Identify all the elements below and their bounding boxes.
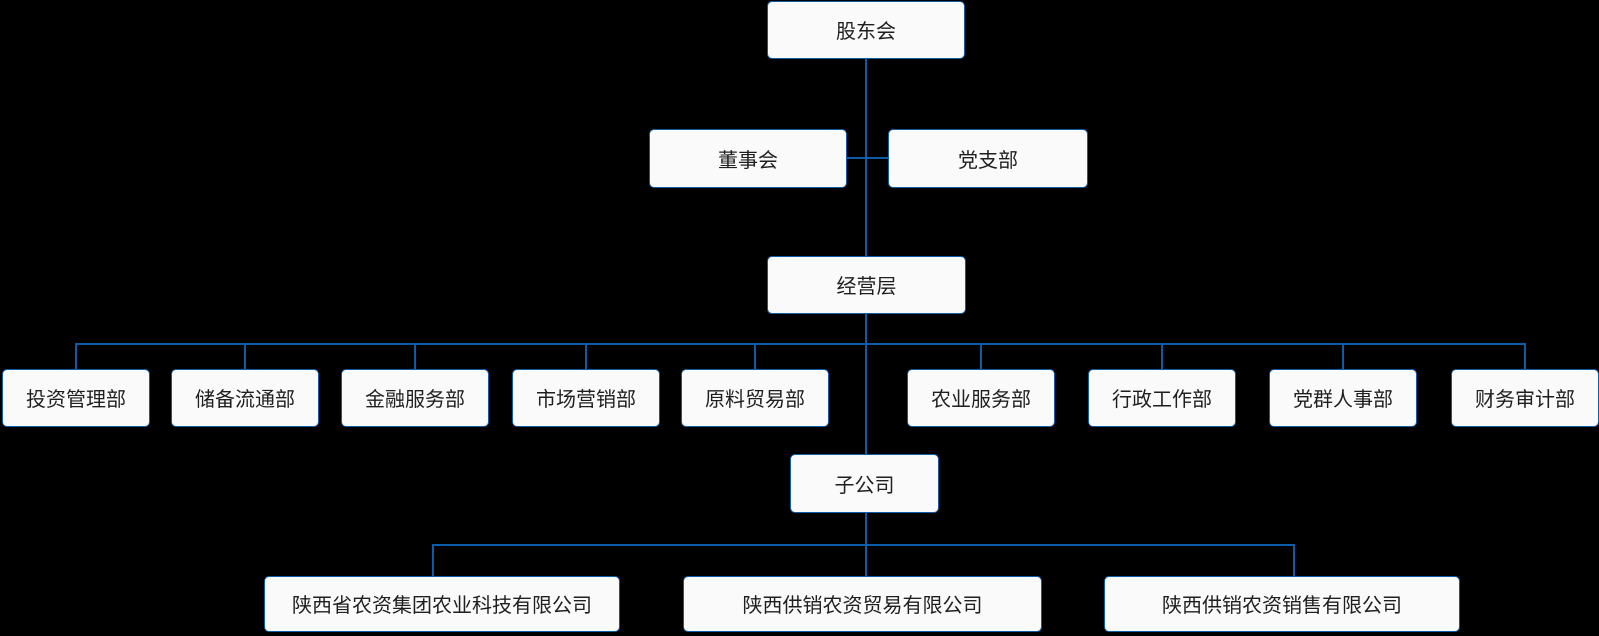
connector-stub-company-left: [432, 543, 434, 576]
org-node-label-subsidiary-agri-sales: 陕西供销农资销售有限公司: [1162, 595, 1402, 617]
org-node-agricultural-services-dept: 农业服务部: [906, 369, 1055, 427]
org-node-board-of-directors: 董事会: [649, 129, 847, 188]
org-node-label-subsidiary-agri-science: 陕西省农资集团农业科技有限公司: [292, 595, 592, 617]
org-node-party-branch: 党支部: [888, 129, 1088, 188]
org-node-label-raw-material-trade-dept: 原料贸易部: [705, 389, 805, 411]
org-node-subsidiaries: 子公司: [790, 454, 939, 513]
org-node-investment-management-dept: 投资管理部: [1, 369, 150, 427]
connector-stub-investment: [74, 342, 77, 369]
org-node-party-masses-hr-dept: 党群人事部: [1268, 369, 1417, 427]
org-node-label-party-masses-hr-dept: 党群人事部: [1292, 389, 1393, 411]
org-node-management-level: 经营层: [767, 255, 966, 314]
org-node-subsidiary-agri-science: 陕西省农资集团农业科技有限公司: [264, 576, 620, 632]
org-node-marketing-dept: 市场营销部: [511, 369, 660, 427]
org-node-label-administrative-work-dept: 行政工作部: [1112, 389, 1212, 411]
connector-h-board-party-link: [847, 157, 888, 160]
connector-stub-marketing: [584, 342, 587, 369]
org-node-label-shareholders-meeting: 股东会: [835, 21, 896, 43]
connector-stub-company-right: [1293, 543, 1295, 576]
org-node-finance-audit-dept: 财务审计部: [1450, 369, 1599, 427]
connector-stub-raw-material: [754, 342, 756, 369]
org-node-label-reserve-circulation-dept: 储备流通部: [195, 389, 295, 411]
org-node-administrative-work-dept: 行政工作部: [1088, 369, 1236, 427]
org-node-financial-services-dept: 金融服务部: [341, 369, 489, 427]
org-node-label-finance-audit-dept: 财务审计部: [1474, 389, 1575, 411]
org-node-shareholders-meeting: 股东会: [766, 1, 965, 59]
org-node-label-investment-management-dept: 投资管理部: [25, 389, 126, 411]
connector-h-departments-rail: [74, 342, 1526, 345]
org-node-subsidiary-agri-trade: 陕西供销农资贸易有限公司: [683, 576, 1042, 632]
connector-v-management-to-subsidiaries: [865, 313, 867, 455]
connector-h-companies-rail: [432, 543, 1295, 546]
org-node-label-party-branch: 党支部: [958, 149, 1018, 172]
org-node-label-board-of-directors: 董事会: [718, 149, 778, 172]
org-node-label-subsidiary-agri-trade: 陕西供销农资贸易有限公司: [742, 595, 983, 617]
org-node-label-management-level: 经营层: [836, 275, 897, 298]
connector-stub-reserve: [244, 342, 246, 369]
connector-stub-financial: [414, 342, 416, 369]
connector-stub-finance-audit: [1523, 342, 1526, 369]
connector-stub-agricultural: [979, 342, 982, 369]
org-node-label-financial-services-dept: 金融服务部: [365, 389, 465, 411]
org-node-reserve-circulation-dept: 储备流通部: [171, 369, 319, 427]
org-node-label-marketing-dept: 市场营销部: [535, 389, 636, 411]
org-node-subsidiary-agri-sales: 陕西供销农资销售有限公司: [1104, 576, 1460, 632]
connector-stub-administrative: [1161, 342, 1163, 369]
connector-stub-party-masses: [1341, 342, 1344, 369]
org-node-label-agricultural-services-dept: 农业服务部: [930, 389, 1031, 411]
org-node-raw-material-trade-dept: 原料贸易部: [681, 369, 829, 427]
org-node-label-subsidiaries: 子公司: [834, 474, 895, 497]
